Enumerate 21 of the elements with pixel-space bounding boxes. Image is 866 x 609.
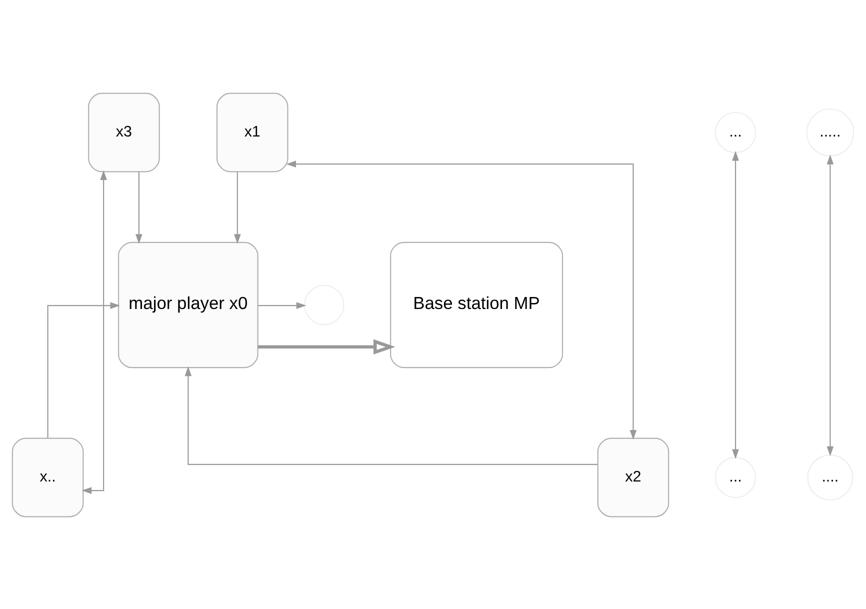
node-circle: ... [714, 111, 756, 153]
arrow [234, 172, 241, 244]
node-circle: .... [807, 454, 854, 500]
node-box: x1 [216, 92, 288, 172]
arrow [47, 302, 120, 438]
node-box: x.. [12, 437, 84, 517]
node-circle [304, 284, 344, 325]
arrow [258, 302, 306, 308]
arrow [82, 170, 107, 494]
node-box: Base station MP [390, 241, 564, 368]
node-circle: ..... [806, 108, 854, 156]
arrow [136, 172, 142, 244]
node-circle: ... [714, 456, 756, 498]
arrow [286, 160, 637, 440]
arrow [732, 150, 739, 459]
arrow [826, 154, 834, 456]
node-box: x3 [88, 92, 160, 172]
arrow [258, 338, 396, 354]
node-box: major player x0 [118, 241, 258, 368]
arrow [184, 366, 598, 464]
node-box: x2 [597, 437, 670, 517]
